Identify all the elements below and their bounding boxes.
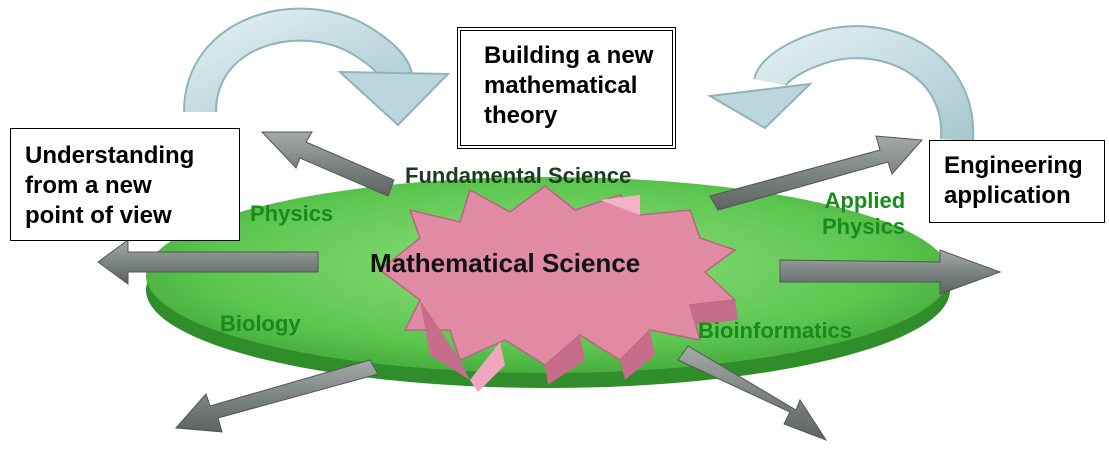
box-engineering: Engineering application [929, 140, 1105, 223]
mathematical-science-shape [378, 185, 738, 392]
arrow-left-icon [97, 239, 319, 285]
label-mathematical-science: Mathematical Science [370, 248, 641, 278]
curved-arrow-right-icon [706, 25, 975, 142]
label-bioinformatics: Bioinformatics [698, 318, 853, 343]
label-applied-physics: Applied Physics [822, 188, 906, 239]
label-physics: Physics [250, 201, 334, 226]
box-building-theory: Building a new mathematical theory [457, 27, 676, 149]
label-biology: Biology [220, 311, 301, 336]
arrow-up-right-icon [709, 135, 924, 211]
arrow-down-right-icon [677, 345, 828, 442]
arrow-right-icon [779, 249, 1002, 295]
label-fundamental-science: Fundamental Science [405, 163, 632, 188]
curved-arrow-left-icon [183, 7, 451, 127]
arrow-up-left-icon [260, 131, 395, 197]
arrow-down-left-icon [174, 359, 379, 433]
box-understanding: Understanding from a new point of view [10, 128, 240, 241]
